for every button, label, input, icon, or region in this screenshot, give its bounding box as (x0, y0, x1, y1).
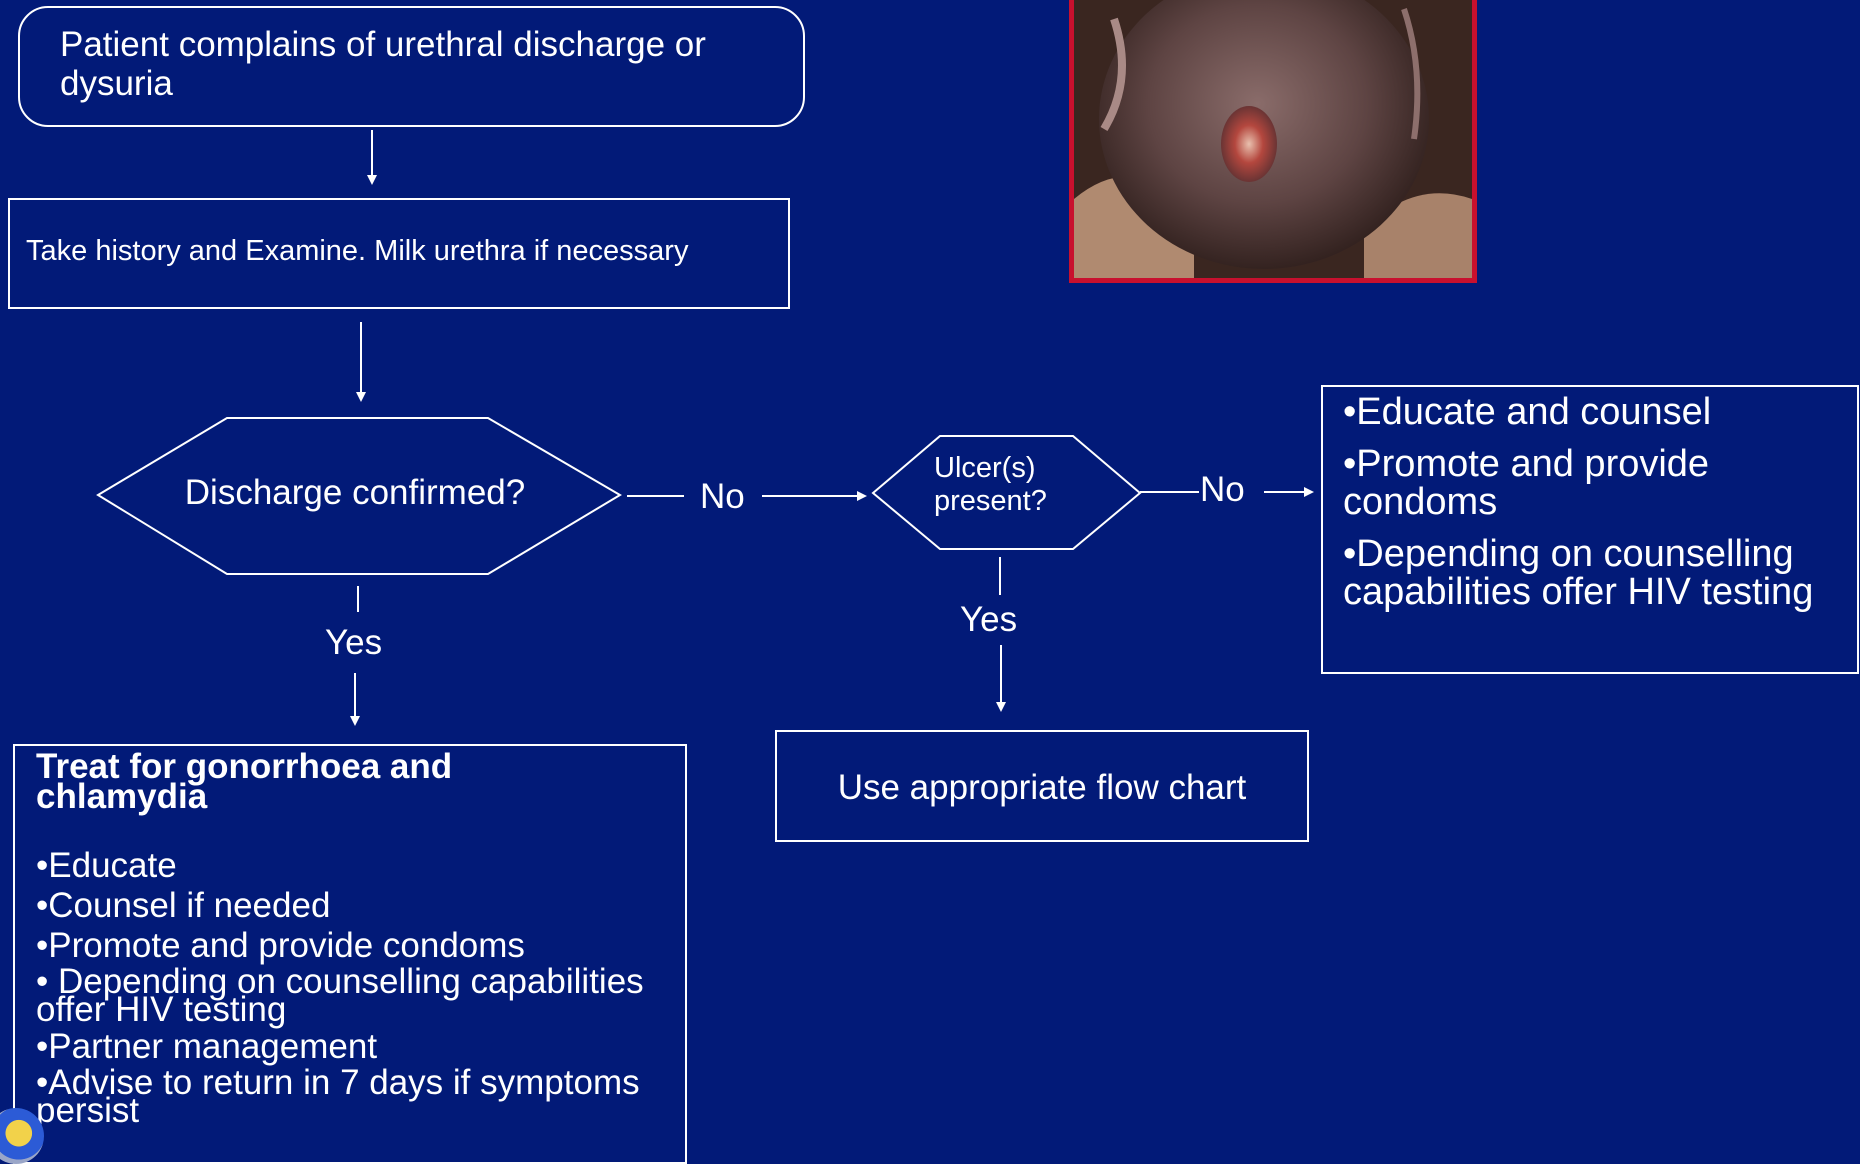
ulcer-present-label: Ulcer(s) present? (934, 452, 1047, 518)
patient-complaint-box: Patient complains of urethral discharge … (18, 6, 805, 127)
clinical-photo-image (1074, 0, 1472, 278)
treatment-item: •Advise to return in 7 days if symptoms … (36, 1069, 676, 1125)
treatment-item: • Depending on counselling capabilities … (36, 968, 676, 1024)
history-box: Take history and Examine. Milk urethra i… (8, 198, 790, 309)
treatment-item: •Partner management (36, 1029, 676, 1064)
discharge-confirmed-label: Discharge confirmed? (150, 473, 560, 513)
patient-complaint-text: Patient complains of urethral discharge … (60, 25, 740, 103)
flow-chart-text: Use appropriate flow chart (777, 768, 1307, 808)
ulcer-label-line2: present? (934, 485, 1047, 518)
treatment-item: •Promote and provide condoms (36, 928, 676, 963)
flow-chart-box: Use appropriate flow chart (775, 730, 1309, 842)
history-text: Take history and Examine. Milk urethra i… (26, 235, 786, 268)
education-box: •Educate and counsel •Promote and provid… (1321, 385, 1859, 674)
treatment-item: •Counsel if needed (36, 888, 676, 923)
yes-label-ulcer: Yes (960, 600, 1017, 640)
yes-label-discharge: Yes (325, 623, 382, 663)
education-list: •Educate and counsel •Promote and provid… (1343, 393, 1843, 611)
treatment-box: Treat for gonorrhoea and chlamydia •Educ… (13, 744, 687, 1164)
treatment-item: •Educate (36, 848, 676, 883)
no-label-ulcer: No (1200, 470, 1245, 510)
treatment-list: •Educate •Counsel if needed •Promote and… (36, 848, 676, 1125)
no-label-discharge: No (700, 477, 745, 517)
clinical-photo (1069, 0, 1477, 283)
education-item: •Educate and counsel (1343, 393, 1843, 431)
education-item: •Depending on counselling capabilities o… (1343, 535, 1843, 611)
ulcer-label-line1: Ulcer(s) (934, 452, 1047, 485)
treatment-title: Treat for gonorrhoea and chlamydia (36, 752, 596, 812)
education-item: •Promote and provide condoms (1343, 445, 1843, 521)
